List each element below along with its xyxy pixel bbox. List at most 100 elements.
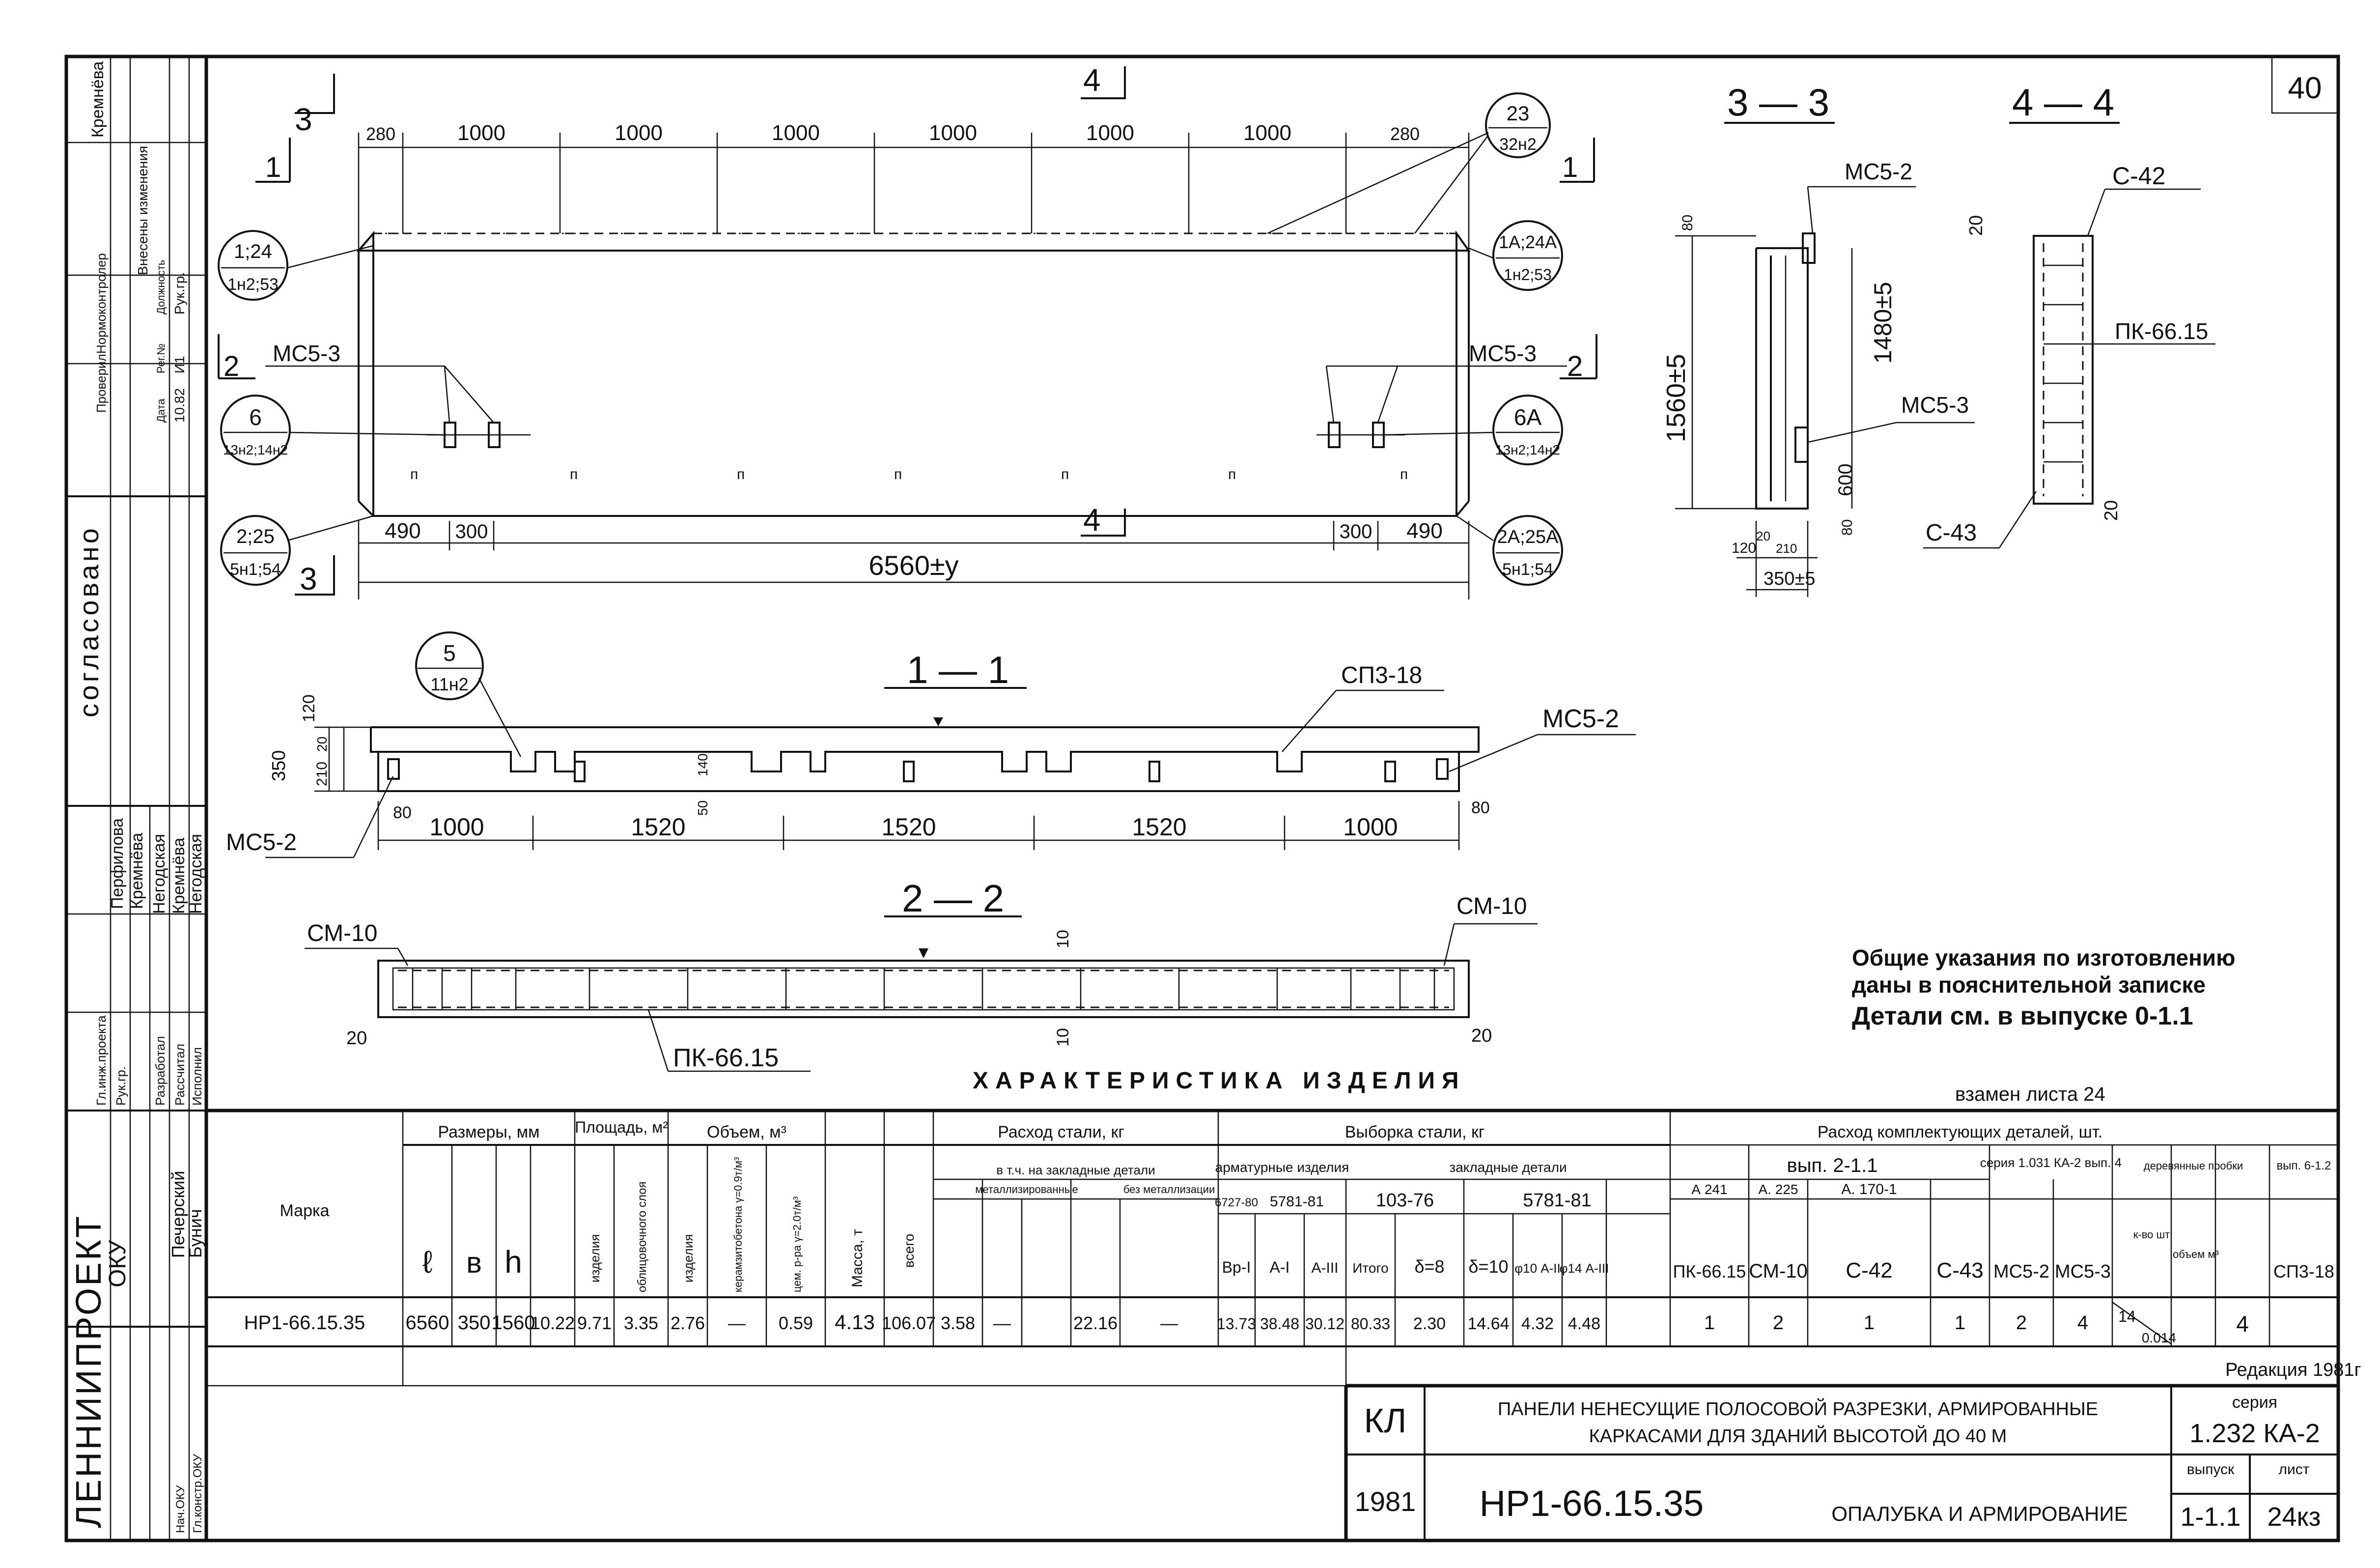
th-block-issue: вып. 6-1.2	[2276, 1159, 2331, 1172]
th-area-1: облицовочного слоя	[636, 1181, 649, 1292]
th-sel-7: φ14 A-III	[1560, 1261, 1609, 1276]
s33-dim-3: 600	[1835, 463, 1856, 496]
td-c43: 1	[1955, 1312, 1965, 1334]
section-4-4-title: 4 — 4	[2012, 81, 2114, 124]
stamp-change-head-1: Рег.№	[155, 343, 167, 373]
s33-dim-2: 1480±5	[1869, 282, 1897, 364]
svg-text:п: п	[894, 466, 902, 483]
stamp-name-0: Кремнёва	[88, 61, 107, 138]
stamp-role-6: Исполнил	[190, 1047, 204, 1106]
th-components: Расход комплектующих деталей, шт.	[1818, 1123, 2102, 1141]
stamp-name-2: Кремнёва	[128, 833, 146, 909]
tb-title-1: ПАНЕЛИ НЕНЕСУЩИЕ ПОЛОСОВОЙ РАЗРЕЗКИ, АРМ…	[1498, 1397, 2098, 1420]
th-mark: Марка	[280, 1201, 329, 1220]
section-2-2-title: 2 — 2	[902, 877, 1004, 920]
tb-sheet: 24кз	[2267, 1502, 2321, 1532]
th-sel-gost-1: 5781-81	[1270, 1194, 1324, 1210]
svg-text:п: п	[410, 466, 418, 483]
stamp-role-4: Разработал	[153, 1036, 168, 1106]
stamp-role-0: Проверил	[94, 354, 109, 413]
th-sel-5: δ=10	[1468, 1256, 1508, 1277]
s11-label-sp3-18: СП3-18	[1341, 662, 1422, 688]
section-2-2-outline	[377, 960, 1470, 1018]
stamp-role-2: Гл.инж.проекта	[94, 1015, 109, 1106]
stamp-role-5: Рассчитал	[172, 1044, 187, 1106]
td-steel-dash-m: —	[993, 1313, 1011, 1333]
svg-text:4: 4	[1083, 62, 1101, 98]
sheet-frame	[64, 55, 2340, 1542]
s11-dim-4: 1000	[1343, 813, 1398, 841]
th-comp-sub-1: А. 225	[1759, 1182, 1798, 1197]
tb-title-2: КАРКАСАМИ ДЛЯ ЗДАНИЙ ВЫСОТОЙ ДО 40 М	[1589, 1425, 2007, 1447]
th-comp-sub-0: А 241	[1691, 1182, 1727, 1197]
stamp-agreed: согласовано	[73, 525, 104, 717]
s33-dim-6: 20	[1756, 529, 1770, 543]
th-mass: Масса, т	[849, 1229, 866, 1287]
dim-top-4: 1000	[929, 121, 977, 145]
th-comp-series: серия 1.031 КА-2 вып. 4	[1980, 1155, 2122, 1170]
th-wood: деревянные пробки	[2144, 1160, 2243, 1172]
page-number: 40	[2288, 71, 2322, 105]
svg-text:4: 4	[1083, 502, 1101, 538]
s11-h-0: 350	[269, 750, 289, 781]
left-stamp: согласовано ЛЕННИИПРОЕКТ ОКУ Проверил Но…	[66, 57, 208, 1540]
dim-top-3: 1000	[772, 121, 820, 145]
s33-dim-8: 350±5	[1764, 569, 1815, 589]
dim-top-0: 280	[366, 124, 395, 144]
th-volume: Объем, м³	[707, 1123, 786, 1141]
callout-2a-25a: 2А;25А 5н1;54	[1456, 515, 1563, 586]
dim-overall: 6560±у	[868, 550, 958, 581]
section-3-3: 3 — 3 МС5-2 МС5-3 80 1560±5 1480±5 600 8…	[1661, 81, 1975, 597]
note-line-3: Детали см. в выпуске 0-1.1	[1852, 1002, 2193, 1030]
td-volume-product: 3.35	[624, 1313, 658, 1333]
td-d8: 2.30	[1413, 1314, 1446, 1333]
tb-issue-label: выпуск	[2187, 1461, 2235, 1478]
s33-label-mc5-2: МС5-2	[1845, 159, 1912, 184]
th-steel-sub: в т.ч. на закладные детали	[996, 1163, 1155, 1177]
table-title: ХАРАКТЕРИСТИКА ИЗДЕЛИЯ	[973, 1068, 1466, 1094]
td-h: 1560	[492, 1312, 535, 1334]
title-block: КЛ 1981 ПАНЕЛИ НЕНЕСУЩИЕ ПОЛОСОВОЙ РАЗРЕ…	[1344, 1384, 2338, 1540]
stamp-change-head-0: Дата	[155, 399, 167, 423]
svg-text:2: 2	[1567, 350, 1583, 382]
td-wood-count: 14	[2118, 1308, 2136, 1325]
stamp-name-6: Печерский	[168, 1171, 188, 1258]
td-bp1: 13.73	[1217, 1315, 1256, 1333]
s11-h-4: 50	[695, 800, 710, 816]
edition-note: Редакция 1981г	[2225, 1360, 2361, 1380]
svg-text:1: 1	[265, 151, 281, 183]
td-wood-volume: 0.014	[2142, 1330, 2176, 1345]
s11-dim-2: 1520	[881, 813, 936, 841]
tb-code: КЛ	[1364, 1401, 1407, 1440]
s11-h-6: 80	[393, 803, 412, 822]
s44-dim-0: 20	[1966, 215, 1987, 236]
svg-text:1;24: 1;24	[234, 241, 272, 262]
th-comp-1: СМ-10	[1749, 1260, 1808, 1282]
th-dim-b: в	[466, 1246, 482, 1279]
td-steel-dash: —	[1160, 1313, 1178, 1333]
dim-top-7: 280	[1390, 124, 1420, 144]
td-volume-mortar: 0.59	[779, 1313, 813, 1333]
callout-6a: 6А 13н2;14н2	[1385, 395, 1563, 465]
section-mark-2: 2 2	[218, 334, 1597, 382]
td-steel-simple-m: 3.58	[941, 1313, 975, 1333]
callout-2-25: 2;25 5н1;54	[220, 515, 374, 586]
replaces-note: взамен листа 24	[1955, 1083, 2105, 1105]
svg-text:2А;25А: 2А;25А	[1497, 527, 1559, 547]
stamp-change-2: Рук.гр.	[172, 272, 187, 314]
th-selection: Выборка стали, кг	[1345, 1123, 1484, 1141]
tb-series-label: серия	[2232, 1393, 2277, 1412]
td-l: 6560	[406, 1312, 449, 1334]
td-a3: 30.12	[1305, 1315, 1344, 1333]
svg-text:п: п	[737, 466, 745, 483]
svg-text:п: п	[1400, 466, 1408, 483]
tb-mark: НР1-66.15.35	[1480, 1483, 1704, 1524]
svg-text:6А: 6А	[1514, 404, 1542, 430]
td-volume-concrete: 2.76	[671, 1313, 705, 1333]
td-sel-total: 80.33	[1351, 1315, 1390, 1333]
th-wood-0: к-во шт	[2133, 1228, 2170, 1241]
th-sel-1: A-I	[1270, 1258, 1290, 1276]
td-volume-dash: —	[728, 1313, 746, 1333]
svg-text:11н2: 11н2	[430, 674, 468, 694]
s11-h-2: 20	[314, 737, 330, 752]
